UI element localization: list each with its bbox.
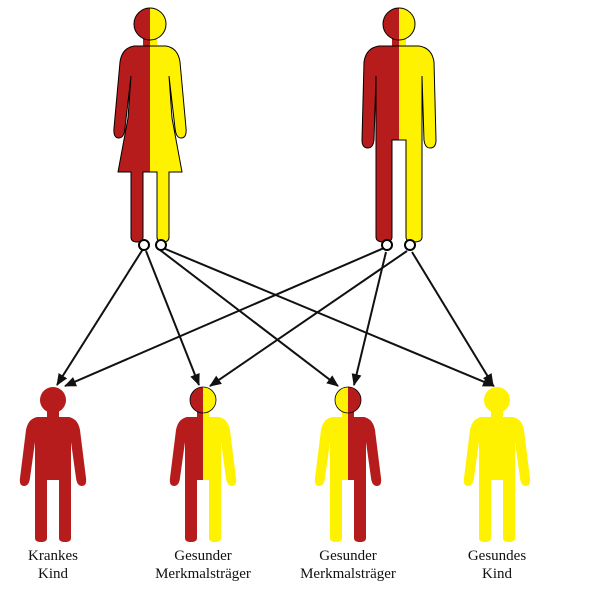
child-1-label-line1: Krankes [28, 548, 78, 564]
arrow-father-normal-to-child-2 [209, 250, 408, 387]
mother-affected-allele-marker [138, 239, 150, 251]
father-affected-allele-marker [381, 239, 393, 251]
arrow-mother-affected-to-child-1 [56, 248, 144, 386]
child-3-label-line1: Gesunder [319, 548, 376, 564]
child-figure-1 [19, 387, 87, 542]
child-2-label-line1: Gesunder [174, 548, 231, 564]
arrow-father-affected-to-child-1 [64, 247, 385, 387]
child-figure-4 [463, 387, 531, 542]
allele-markers [138, 239, 416, 251]
father-normal-allele-marker [404, 239, 416, 251]
child-4-label-line2: Kind [482, 566, 513, 582]
child-3-label-line2: Merkmalsträger [300, 566, 396, 582]
arrow-mother-affected-to-child-2 [145, 250, 200, 386]
arrow-father-affected-to-child-3 [351, 251, 387, 386]
father-figure [361, 7, 437, 243]
child-labels: Krankes Kind Gesunder Merkmalsträger Ges… [28, 548, 526, 582]
child-figure-2 [169, 386, 237, 542]
mother-normal-allele-marker [155, 239, 167, 251]
arrow-mother-normal-to-child-3 [159, 249, 339, 387]
child-figure-3 [314, 386, 382, 542]
arrow-father-normal-to-child-4 [411, 251, 494, 386]
arrow-mother-normal-to-child-4 [162, 247, 495, 387]
mother-figure [113, 7, 187, 243]
child-4-label-line1: Gesundes [468, 548, 526, 564]
child-1-label-line2: Kind [38, 566, 69, 582]
inheritance-arrows [56, 247, 495, 387]
child-2-label-line2: Merkmalsträger [155, 566, 251, 582]
